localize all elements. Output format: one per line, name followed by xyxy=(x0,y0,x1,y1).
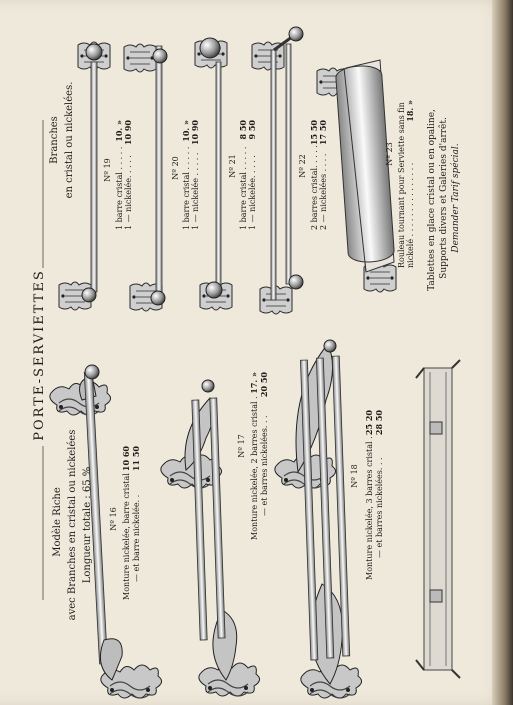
branches-heading-line1: Branches xyxy=(49,116,60,164)
item-20-price1: 10. » xyxy=(181,120,191,142)
item-21-price1: 8 50 xyxy=(238,120,248,140)
notes-line3: Demander Tarif spécial. xyxy=(450,143,461,253)
item-17-number: Nº 17 xyxy=(237,434,246,457)
item-21-price2: 9 50 xyxy=(247,120,257,140)
item-23-line2: nickelé . . . . . . . . . . . . . . . xyxy=(406,163,415,268)
model-heading-line2: avec Branches en cristal ou nickelées xyxy=(67,430,78,621)
towel-bar-19-illustration xyxy=(58,41,111,311)
item-23-price2: 18. » xyxy=(405,100,415,122)
item-18-line1: Monture nickelée, 3 barres cristal . xyxy=(365,436,374,580)
item-16-line2: — et barre nickelée. . xyxy=(132,495,141,582)
item-21-line2: 1 — nickelée. . . . . xyxy=(248,155,257,230)
item-20-number: Nº 20 xyxy=(171,156,180,179)
item-22-number: Nº 22 xyxy=(298,154,307,177)
item-16-price1: 10 60 xyxy=(121,446,131,471)
branches-heading-line2: en cristal ou nickelées. xyxy=(64,82,75,199)
towel-bar-16-illustration xyxy=(49,364,163,699)
item-18-price2: 28 50 xyxy=(374,410,384,435)
item-18-price1: 25 20 xyxy=(364,410,374,435)
item-21-number: Nº 21 xyxy=(228,154,237,177)
item-17-line2: — et barres nickelées. . . xyxy=(260,415,269,516)
towel-bar-17-illustration xyxy=(160,379,261,697)
glass-shelf-illustration xyxy=(415,359,461,679)
model-heading-line3: Longueur totale : 65 % xyxy=(82,467,93,584)
notes-line2: Supports divers et Galeries d'arrêt. xyxy=(438,117,449,279)
item-19-line1: 1 barre cristal . . . . . xyxy=(115,147,124,230)
item-18-number: Nº 18 xyxy=(350,464,359,487)
item-19-number: Nº 19 xyxy=(103,158,112,181)
item-20-price2: 10 90 xyxy=(190,120,200,145)
towel-bar-21-illustration xyxy=(194,37,233,311)
item-20-line2: 1 — nickelée . . . . . xyxy=(191,153,200,230)
page-title: PORTE-SERVIETTES xyxy=(32,269,47,440)
item-22-line2: 2 — nickelées . . . . xyxy=(319,154,328,230)
model-heading-line1: Modèle Riche xyxy=(52,487,63,557)
towel-roller-23-illustration xyxy=(316,59,397,293)
item-16-number: Nº 16 xyxy=(109,507,118,530)
towel-bar-22-illustration xyxy=(251,26,304,315)
book-spine xyxy=(492,0,513,705)
item-20-line1: 1 barre cristal . . . . . xyxy=(182,147,191,230)
item-19-line2: 1 — nickelée. . . . . xyxy=(124,155,133,230)
item-18-line2: — et barres nickelées. . . xyxy=(375,457,384,558)
item-16-price2: 11 50 xyxy=(131,446,141,471)
item-23-line1: Rouleau tournant pour Serviette sans fin xyxy=(397,102,406,268)
item-17-price1: 17. » xyxy=(249,372,259,394)
item-17-price2: 20 50 xyxy=(259,372,269,397)
item-21-line1: 1 barre cristal . . . . . xyxy=(239,147,248,230)
item-19-price2: 10 90 xyxy=(123,120,133,145)
notes-line1: Tablettes en glace cristal ou en opaline… xyxy=(427,109,437,291)
towel-bar-18-illustration xyxy=(274,339,363,699)
item-17-line1: Monture nickelée, 2 barres cristal . xyxy=(250,396,259,540)
towel-bar-20-illustration xyxy=(123,43,168,312)
item-22-line1: 2 barres cristal. . . . . xyxy=(310,145,319,230)
item-22-price1: 15 50 xyxy=(309,120,319,145)
item-23-number: Nº 23 xyxy=(385,142,394,165)
item-19-price1: 10. » xyxy=(114,120,124,142)
item-16-line1: Monture nickelée, barre cristal . xyxy=(122,468,131,600)
item-22-price2: 17 50 xyxy=(318,120,328,145)
